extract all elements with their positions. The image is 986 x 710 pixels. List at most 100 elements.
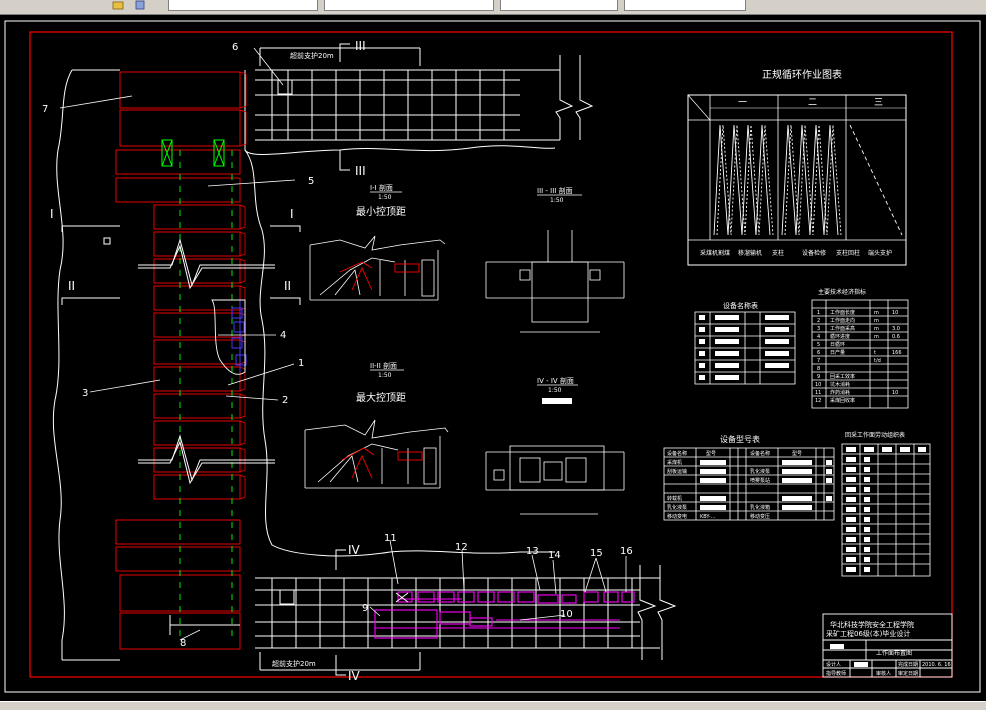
tech-table-title: 主要技术经济指标 xyxy=(818,288,866,296)
linetype-dropdown[interactable] xyxy=(500,0,618,11)
equip-name-table-title: 设备名称表 xyxy=(723,301,758,310)
svg-text:0.6: 0.6 xyxy=(892,334,900,340)
break-line-upper xyxy=(138,238,275,287)
callout-10: 10 xyxy=(560,609,573,620)
break-line-lower xyxy=(138,434,275,482)
cycle-chart: 一 二 三 采煤机割煤 移溜输机 支柱 设备检修 支柱回柱 端头支护 xyxy=(687,94,907,266)
section-III-label: III - III 剖面 xyxy=(537,186,573,195)
svg-text:m: m xyxy=(874,318,879,324)
svg-text:III: III xyxy=(355,164,366,178)
svg-text:型号: 型号 xyxy=(792,450,802,457)
svg-text:喷雾泵站: 喷雾泵站 xyxy=(750,477,770,484)
svg-text:2010. 6. 16: 2010. 6. 16 xyxy=(922,662,951,668)
svg-text:10: 10 xyxy=(892,390,898,396)
coal-boundary-left xyxy=(52,69,73,660)
toolbar-icon-cube[interactable] xyxy=(134,0,146,10)
svg-text:工作面长度: 工作面长度 xyxy=(830,309,855,316)
lineweight-dropdown[interactable] xyxy=(624,0,746,11)
svg-text:m: m xyxy=(874,334,879,340)
svg-text:8: 8 xyxy=(817,366,820,372)
svg-text:设备检修: 设备检修 xyxy=(802,249,826,257)
svg-text:移动变压: 移动变压 xyxy=(750,513,770,520)
view-I-label: I-I 剖面 xyxy=(370,183,393,192)
callout-1: 1 xyxy=(298,358,304,369)
color-dropdown[interactable] xyxy=(324,0,494,11)
transfer-equipment xyxy=(231,300,247,372)
svg-text:1:50: 1:50 xyxy=(550,197,564,204)
svg-text:3: 3 xyxy=(817,326,820,332)
svg-text:完成日期: 完成日期 xyxy=(898,661,918,668)
svg-text:KBY-…: KBY-… xyxy=(700,514,716,520)
toolbar-icon-folder[interactable] xyxy=(112,0,124,10)
labor-table-title: 回采工作面劳动组织表 xyxy=(845,431,905,439)
svg-text:7: 7 xyxy=(817,358,820,364)
svg-text:3.0: 3.0 xyxy=(892,326,900,332)
layer-dropdown[interactable] xyxy=(168,0,318,11)
callout-9: 9 xyxy=(362,603,368,614)
svg-text:指导教师: 指导教师 xyxy=(826,670,846,677)
cad-drawing: I I II II xyxy=(4,20,981,693)
school-name: 华北科技学院安全工程学院 xyxy=(830,620,914,629)
drawing-canvas[interactable]: I I II II xyxy=(0,15,986,701)
callout-14: 14 xyxy=(548,550,561,561)
toolbar xyxy=(0,0,986,15)
callout-4: 4 xyxy=(280,330,286,341)
section-I-left-label: I xyxy=(50,207,54,221)
hydraulic-supports xyxy=(115,71,241,650)
svg-text:日产量: 日产量 xyxy=(830,349,845,356)
svg-text:9: 9 xyxy=(817,374,820,380)
svg-text:I: I xyxy=(290,207,294,221)
callout-16: 16 xyxy=(620,546,633,557)
svg-text:1:50: 1:50 xyxy=(548,387,562,394)
svg-text:设备名称: 设备名称 xyxy=(750,450,770,457)
svg-text:12: 12 xyxy=(815,398,821,404)
goaf-boundary xyxy=(244,149,555,557)
svg-text:乳化液泵: 乳化液泵 xyxy=(750,468,770,475)
svg-text:乳化液泵: 乳化液泵 xyxy=(667,504,687,511)
roadway-boundary-top xyxy=(244,70,556,155)
drawing-name: 工作面布置图 xyxy=(876,649,912,657)
callout-8: 8 xyxy=(180,638,186,649)
top-roadway xyxy=(255,43,594,171)
svg-text:10: 10 xyxy=(815,382,821,388)
svg-text:三: 三 xyxy=(874,98,883,108)
svg-text:2: 2 xyxy=(817,318,820,324)
svg-text:端头支护: 端头支护 xyxy=(868,249,892,257)
svg-text:IV: IV xyxy=(348,543,361,557)
svg-text:4: 4 xyxy=(817,334,820,340)
svg-text:支柱回柱: 支柱回柱 xyxy=(836,249,860,257)
svg-text:采煤机: 采煤机 xyxy=(667,459,682,466)
max-roof-title: 最大控顶距 xyxy=(356,391,406,404)
equip-model-table-title: 设备型号表 xyxy=(720,434,760,444)
svg-text:t: t xyxy=(874,350,876,356)
title-block xyxy=(822,613,953,678)
callout-12: 12 xyxy=(455,542,468,553)
svg-text:工作面采高: 工作面采高 xyxy=(830,325,855,332)
callout-11: 11 xyxy=(384,533,397,544)
svg-text:II: II xyxy=(68,279,75,293)
svg-text:支柱: 支柱 xyxy=(772,249,784,257)
svg-text:6: 6 xyxy=(817,350,820,356)
svg-text:循环进度: 循环进度 xyxy=(830,333,850,340)
svg-text:设备名称: 设备名称 xyxy=(667,450,687,457)
section-IV-view xyxy=(485,445,625,515)
svg-text:III: III xyxy=(355,39,366,53)
svg-text:工作面走向: 工作面走向 xyxy=(830,317,855,324)
cycle-chart-title: 正规循环作业图表 xyxy=(762,68,842,81)
svg-text:炸药消耗: 炸药消耗 xyxy=(830,389,850,396)
labor-table xyxy=(841,443,931,577)
svg-text:10: 10 xyxy=(892,310,898,316)
callout-6: 6 xyxy=(232,42,238,53)
svg-text:移溜输机: 移溜输机 xyxy=(738,249,762,257)
section-view-min xyxy=(309,235,446,301)
svg-text:II-II 剖面: II-II 剖面 xyxy=(370,361,397,370)
svg-text:转载机: 转载机 xyxy=(667,495,682,502)
svg-text:审核人: 审核人 xyxy=(876,670,891,677)
tech-table xyxy=(811,299,909,409)
svg-text:IV - IV 剖面: IV - IV 剖面 xyxy=(537,376,574,385)
equipment-train xyxy=(374,591,635,639)
svg-text:166: 166 xyxy=(892,350,902,356)
svg-text:坑木消耗: 坑木消耗 xyxy=(830,381,850,388)
svg-text:设计人: 设计人 xyxy=(826,661,841,668)
svg-text:m: m xyxy=(874,326,879,332)
